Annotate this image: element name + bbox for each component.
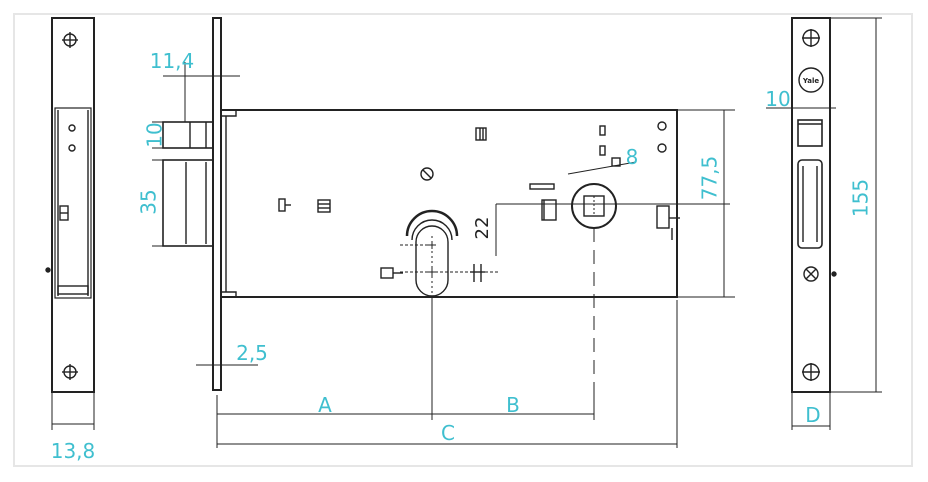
drawing-frame xyxy=(13,13,913,467)
main-dimension-lines xyxy=(51,62,735,448)
dim-c-label: C xyxy=(441,421,455,445)
dim-a-label: A xyxy=(318,393,332,417)
dim-faceplate-thickness: 2,5 xyxy=(236,341,268,365)
dim-case-height: 77,5 xyxy=(698,156,722,201)
dim-left-strip-width: 13,8 xyxy=(51,439,96,463)
dim-b-label: B xyxy=(506,393,520,417)
yale-logo-text: Yale xyxy=(802,77,820,85)
dim-right-bolt-height: 10 xyxy=(765,87,790,111)
lock-case-front-view xyxy=(162,17,680,420)
dim-bolt-height: 35 xyxy=(137,189,161,214)
dim-faceplate-offset: 11,4 xyxy=(150,49,195,73)
left-faceplate-side-view xyxy=(45,17,95,393)
dim-right-plate-height: 155 xyxy=(849,179,873,217)
dim-follower-square: 8 xyxy=(626,145,639,169)
dim-d-label: D xyxy=(805,403,820,427)
yale-logo-emblem xyxy=(798,67,824,93)
right-faceplate-front-view xyxy=(766,17,882,430)
dim-latch-height: 10 xyxy=(143,122,167,147)
dim-follower-to-keyhole: 22 xyxy=(472,217,493,240)
